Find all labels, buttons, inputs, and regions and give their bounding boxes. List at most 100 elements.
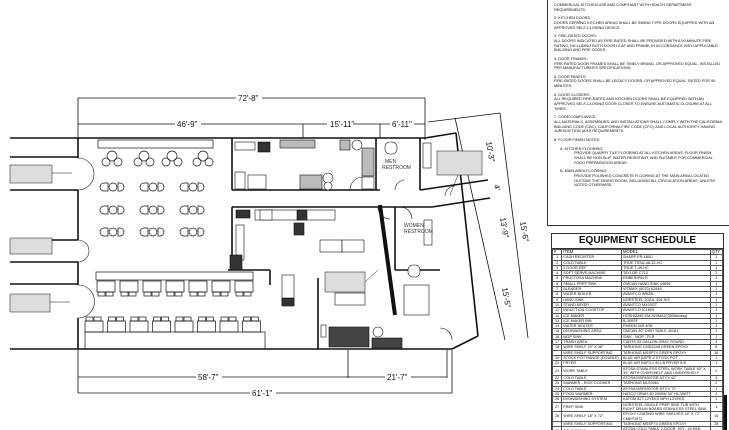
row-qty: 2	[709, 270, 723, 277]
floor-plan: 72'-8" 46'-9" 15'-11" 6'-11" 58'-7" 21'-…	[9, 93, 530, 398]
row-item: FRYER	[561, 360, 623, 367]
row-qty: 1	[709, 333, 723, 341]
sheet-border	[724, 395, 727, 430]
row-qty: 1	[709, 401, 723, 413]
floor-note-item: B. MAIN AREA FLOORING:PROVIDE POLISHED C…	[554, 169, 723, 187]
two-top-table	[139, 182, 165, 192]
row-number: 22	[552, 375, 563, 382]
svg-text:MEN: MEN	[385, 159, 397, 165]
col-qty: QTY	[709, 248, 723, 256]
row-number: 25	[552, 390, 563, 398]
note-body: ALL REQUIRED FIRE-RATED AND KITCHEN DOOR…	[554, 96, 712, 111]
row-qty: 1	[709, 301, 723, 309]
row-item: FOOD WARMER	[561, 390, 623, 398]
row-qty: 1	[709, 328, 723, 335]
booth	[188, 280, 208, 297]
booth	[96, 280, 116, 297]
row-qty: 10	[709, 411, 723, 422]
row-number: 15	[552, 328, 563, 335]
floor-note-item: A. KITCHEN FLOORING:PROVIDE QUARRY TILE …	[554, 145, 723, 165]
note-title: 4. DOOR FRAMES:	[554, 55, 588, 61]
floor-note-title: B. MAIN AREA FLOORING:	[560, 168, 608, 174]
row-number: 18	[552, 344, 563, 351]
svg-text:46'-9": 46'-9"	[177, 120, 198, 129]
row-model: ATOSA STAINLESS STEEL WORK TABLE 60" X 3…	[621, 365, 711, 377]
two-top-tables	[99, 182, 205, 237]
row-qty: 8	[709, 344, 723, 351]
note-body: DOORS SERVING KITCHEN AREAS SHALL BE SWI…	[554, 19, 715, 30]
row-item: WORK TABLE	[561, 365, 623, 377]
round-table-clusters	[101, 150, 214, 167]
row-item: CASH REGISTER	[561, 254, 623, 261]
notes-intro: COMMERCIAL KITCHEN USE AND COMPLIANT WIT…	[554, 2, 692, 12]
row-number: 10	[552, 301, 563, 309]
svg-text:13'-9": 13'-9"	[498, 217, 510, 239]
general-notes: COMMERCIAL KITCHEN USE AND COMPLIANT WIT…	[547, 0, 729, 226]
booth	[197, 316, 216, 333]
two-top-table	[99, 227, 125, 237]
booth	[174, 316, 194, 333]
row-number: 11	[552, 307, 563, 314]
schedule-title: EQUIPMENT SCHEDULE	[552, 234, 723, 249]
row-qty: 1	[709, 354, 723, 362]
svg-text:15'-5": 15'-5"	[500, 287, 512, 309]
row-qty: 1	[709, 259, 723, 266]
row-number: 5	[552, 275, 563, 282]
booth	[129, 316, 149, 333]
note-item: 7. CODE COMPLIANCE:ALL MATERIALS, ASSEMB…	[554, 115, 723, 133]
row-number	[552, 420, 563, 428]
floor-note-body: PROVIDE QUARRY TILE FLOORING AT ALL KITC…	[574, 150, 713, 165]
row-number: 27	[552, 401, 563, 413]
dimension-lines	[77, 97, 529, 394]
row-item: WIRE SHELF SUPPORTING	[561, 420, 623, 428]
dimension-labels: 72'-8" 46'-9" 15'-11" 6'-11" 58'-7" 21'-…	[175, 93, 530, 398]
row-item: STOCK POT RANGE (DOUBLE)	[561, 354, 623, 362]
row-qty: 1	[709, 390, 723, 398]
row-qty: 1	[709, 317, 723, 325]
row-item: WARMER - RICE COOKER	[561, 380, 623, 387]
row-item: DISHWASHING SYSTEM	[561, 396, 623, 403]
note-title: 5. DOOR PANELS:	[554, 73, 587, 79]
note-item: 4. DOOR FRAMES:FIRE-RATED DOOR FRAMES SH…	[554, 55, 723, 71]
row-qty: 1	[709, 426, 723, 430]
two-top-table	[179, 227, 205, 237]
row-qty: 28	[709, 420, 723, 428]
note-body: ALL MATERIALS, ASSEMBLIES, AND INSTALLAT…	[554, 119, 722, 134]
row-number: 24	[552, 385, 563, 393]
row-number: 28	[552, 411, 563, 422]
row-qty: 1	[709, 254, 723, 261]
note-item: 3. FIRE-RATED DOORS:ALL DOORS INDICATED …	[554, 34, 723, 52]
note-body: ALL DOORS INDICATED AS FIRE-RATED SHALL …	[554, 37, 718, 53]
row-qty: 4	[709, 339, 723, 346]
note-body: FIRE-RATED DOOR FRAMES SHALL BE TIMELY B…	[554, 60, 721, 71]
row-model: NORSTEEL SINGLE PREP SINK TUB WITH RIGHT…	[621, 401, 711, 413]
row-number: 26	[552, 396, 563, 403]
row-qty: 1	[709, 286, 723, 293]
row-number: 3	[552, 264, 563, 272]
svg-text:15'-6": 15'-6"	[518, 221, 530, 243]
floor-note-title: A. KITCHEN FLOORING:	[560, 145, 604, 151]
booth-seating	[84, 280, 261, 333]
row-number: 21	[552, 365, 563, 377]
booth	[142, 280, 162, 297]
two-top-table	[179, 205, 205, 215]
note-item: 5. DOOR PANELS:FIRE-RATED DOORS SHALL BE…	[554, 73, 723, 89]
svg-text:6'-11": 6'-11"	[392, 120, 412, 129]
row-number: 29	[552, 426, 563, 430]
two-top-table	[139, 227, 165, 237]
row-number: 9	[552, 296, 563, 303]
row-number: 2	[552, 259, 563, 266]
row-qty: 1	[709, 396, 723, 403]
